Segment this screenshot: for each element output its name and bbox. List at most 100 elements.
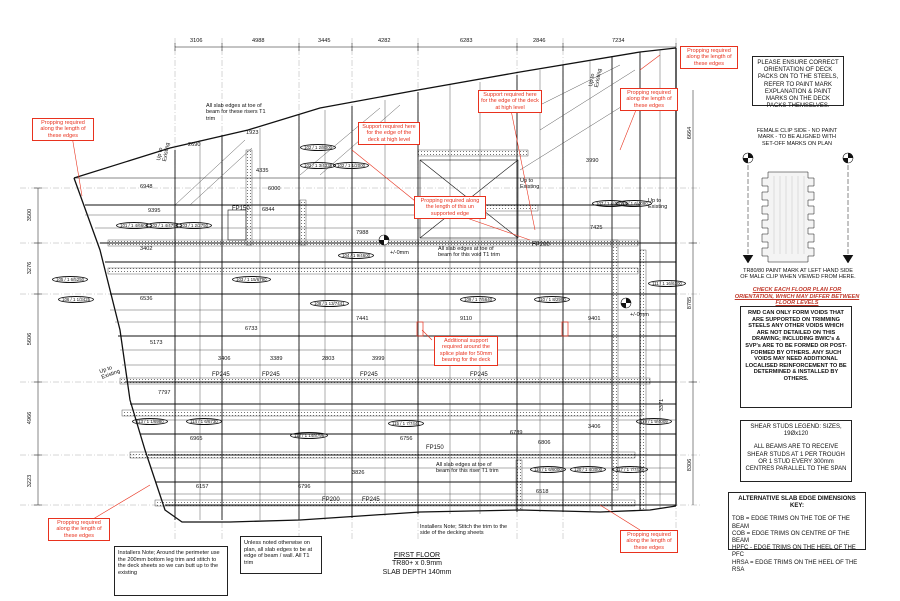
inner-dim: 7425 [590, 225, 603, 231]
splice-markers [416, 321, 569, 337]
beams-vertical [174, 52, 641, 520]
deck-tag: 104 / 1 9/4600 [338, 252, 375, 259]
shear-studs-legend: SHEAR STUDS LEGEND: SIZES, 19Øx120 [750, 424, 842, 438]
inner-dim: 3389 [270, 356, 283, 362]
propping-note-unsupported: Propping required along the length of th… [414, 196, 486, 220]
deck-profile-drawing [734, 148, 858, 268]
level-mark: +/-0mm [390, 250, 409, 256]
up-to-existing: Up to Existing [520, 178, 540, 191]
inner-dim: 3402 [140, 246, 153, 252]
grid-lines [20, 38, 700, 540]
inner-dim: 6806 [538, 440, 551, 446]
deck-tag: 105 / 1 6/5250 [52, 276, 89, 283]
inner-dim: 9395 [148, 208, 161, 214]
toe-void-note: All slab edges at toe of beam for this v… [438, 246, 500, 259]
inner-dim: 3999 [372, 356, 385, 362]
unless-noted-note: Unless noted otherwise on plan, all slab… [240, 536, 322, 574]
deck-tag: 115 / 1 7/7441 [388, 420, 424, 427]
inner-dim: 3406 [588, 424, 601, 430]
installers-note-1: Installers Note; Around the perimeter us… [114, 546, 228, 596]
shear-studs-rule: ALL BEAMS ARE TO RECEIVE SHEAR STUDS AT … [745, 444, 847, 473]
installers-note-2: Installers Note; Stitch the trim to the … [420, 524, 508, 537]
left-dim-1: 3500 [27, 208, 34, 222]
drawing-title: FIRST FLOOR TR80+ x 0.9mm SLAB DEPTH 140… [372, 552, 462, 577]
inner-dim: 2803 [322, 356, 335, 362]
inner-dim: 7797 [158, 390, 171, 396]
alt-key-tob: TOB = EDGE TRIMS ON THE TOE OF THE BEAM [732, 516, 850, 530]
toe-riser-note: All slab edges at toe of beam for this r… [436, 462, 499, 475]
deck-tag: 114 / 1 6/6730 [186, 418, 222, 425]
inner-dim: 6000 [268, 186, 281, 192]
deck-tag: 106 / 1 1/3425 [58, 296, 95, 303]
right-dim-1: 6664 [687, 126, 694, 140]
support-note-2: Support required here for the edge of th… [478, 90, 542, 114]
deck-tag: 111 / 1 16/6100 [648, 280, 686, 287]
deck-tag: 102 / 1 3/4335 [300, 162, 337, 169]
deck-spec: TR80+ x 0.9mm [392, 560, 442, 568]
propping-note-right: Propping required along the length of th… [620, 88, 678, 112]
beam-mark: FP150 [426, 445, 444, 451]
top-dim-3: 3445 [318, 38, 331, 44]
inner-dim: 3826 [352, 470, 365, 476]
paint-mark-note: TR80/80 PAINT MARK AT LEFT HAND SIDE OF … [740, 268, 856, 281]
deck-tag: 110 / 1 8/2990 [534, 296, 570, 303]
level-markers [378, 234, 632, 309]
slab-depth: SLAB DEPTH 140mm [382, 568, 452, 576]
profile-markers [742, 152, 854, 164]
top-dim-4: 4282 [378, 38, 391, 44]
deck-tag: 116 / 1 6/6000 [530, 466, 566, 473]
top-dim-2: 4988 [252, 38, 265, 44]
beam-mark: FP245 [360, 372, 378, 378]
alt-edge-key-box: ALTERNATIVE SLAB EDGE DIMENSIONS KEY: TO… [728, 492, 866, 573]
inner-dim: 9401 [588, 316, 601, 322]
deck-tag: 102 / 1 2/8000 [300, 144, 337, 151]
left-dim-5: 3223 [27, 474, 34, 488]
deck-tag: 118 / 1 6/4090 [616, 200, 652, 207]
check-plan-note: CHECK EACH FLOOR PLAN FOR ORIENTATION, W… [734, 287, 860, 307]
additional-support-note: Additional support required around the s… [434, 336, 498, 366]
deck-tag: 108 / 1 13/7441 [310, 300, 349, 307]
beam-mark: FP245 [470, 372, 488, 378]
top-dim-7: 7234 [612, 38, 625, 44]
right-dim-3: 3371 [659, 398, 666, 412]
inner-dim: 6844 [262, 207, 275, 213]
shear-studs-box: SHEAR STUDS LEGEND: SIZES, 19Øx120 ALL B… [740, 420, 852, 482]
up-to-existing: Up to Existing [648, 198, 668, 211]
deck-tag: 103 / 1 2/2750 [176, 222, 213, 229]
propping-note-top-right: Propping required along the length of th… [680, 46, 738, 70]
inner-dim: 7988 [356, 230, 369, 236]
support-note-1: Support required here for the edge of th… [358, 122, 420, 146]
inner-dim: 2690 [188, 142, 201, 148]
alt-key-hpfc: HPFC - EDGE TRIMS ON THE HEEL OF THE PFC [732, 545, 856, 559]
inner-dim: 7441 [356, 316, 369, 322]
right-dim-2: 8785 [687, 296, 694, 310]
deck-tag: 112 / 1 14/8796 [290, 432, 329, 439]
female-clip-note: FEMALE CLIP SIDE - NO PAINT MARK - TO BE… [756, 128, 838, 147]
alt-key-cob: COB = EDGE TRIMS ON CENTRE OF THE BEAM [732, 530, 850, 545]
orientation-note-box: PLEASE ENSURE CORRECT ORIENTATION OF DEC… [752, 56, 844, 109]
inner-dim: 3406 [218, 356, 231, 362]
alt-key-hrsa: HRSA = EDGE TRIMS ON THE HEEL OF THE RSA [732, 559, 858, 573]
rmd-voids-box: RMD CAN ONLY FORM VOIDS THAT ARE SUPPORT… [740, 306, 852, 408]
top-dim-6: 2846 [533, 38, 546, 44]
top-dimension-chain [174, 43, 677, 51]
inner-dim: 1923 [246, 130, 259, 136]
propping-note-left: Propping required along the length of th… [32, 118, 94, 142]
propping-note-bottom-left: Propping required along the length of th… [48, 518, 110, 542]
beam-mark: FP245 [262, 372, 280, 378]
inner-dim: 6518 [536, 489, 549, 495]
deck-tag: 103 / 1 15/6790 [232, 276, 271, 283]
top-dim-5: 6283 [460, 38, 473, 44]
toe-risers-note: All slab edges at toe of beam for these … [206, 103, 266, 122]
beam-mark: FP150 [232, 206, 250, 212]
left-dim-3: 5606 [27, 332, 34, 346]
right-dimension-chain [689, 90, 697, 505]
inner-dim: 3990 [586, 158, 599, 164]
left-dim-4: 4966 [27, 411, 34, 425]
deck-tag: 102 / 1 1/2000 [333, 162, 370, 169]
deck-tag: 119 / 1 9/4009 [636, 418, 672, 425]
inner-dim: 5173 [150, 340, 163, 346]
inner-dim: 6948 [140, 184, 153, 190]
inner-dim: 6789 [510, 430, 523, 436]
